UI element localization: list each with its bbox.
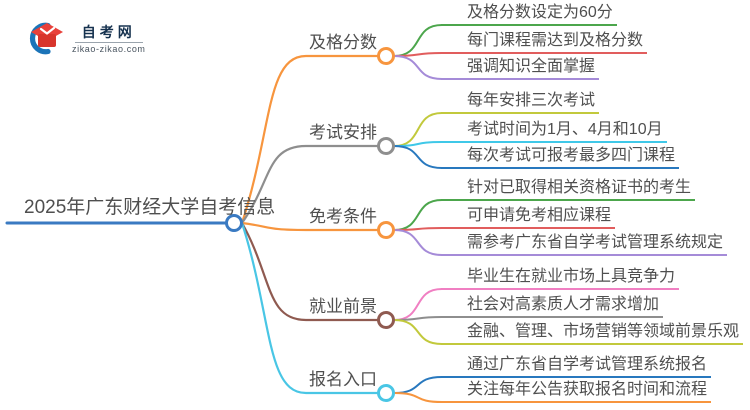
leaf-label: 针对已取得相关资格证书的考生 bbox=[441, 177, 696, 201]
leaf-label: 社会对高素质人才需求增加 bbox=[441, 294, 664, 318]
connector-line bbox=[393, 319, 443, 345]
leaf-label: 每门课程需达到及格分数 bbox=[441, 30, 648, 54]
leaf-label: 通过广东省自学考试管理系统报名 bbox=[441, 354, 712, 378]
leaf-label: 毕业生在就业市场上具竞争力 bbox=[441, 266, 680, 290]
leaf-label: 需参考广东省自学考试管理系统规定 bbox=[441, 232, 728, 256]
leaf-label: 关注每年公告获取报名时间和流程 bbox=[441, 379, 712, 403]
branch-node-circle bbox=[377, 137, 395, 155]
connector-line bbox=[240, 144, 380, 225]
leaf-label: 每年安排三次考试 bbox=[441, 90, 600, 114]
branch-label: 免考条件 bbox=[309, 207, 377, 226]
branch-node-circle bbox=[377, 47, 395, 65]
branch-label: 及格分数 bbox=[309, 33, 377, 52]
leaf-label: 强调知识全面掌握 bbox=[441, 56, 600, 80]
leaf-label: 可申请免考相应课程 bbox=[441, 205, 616, 229]
connector-line bbox=[393, 55, 443, 80]
logo-title: 自考网 bbox=[81, 23, 136, 40]
connector-line bbox=[240, 54, 380, 225]
branch-node-circle bbox=[377, 221, 395, 239]
connector-line bbox=[240, 221, 380, 232]
connector-line bbox=[393, 145, 443, 169]
logo-divider bbox=[74, 41, 143, 43]
leaf-label: 考试时间为1月、4月和10月 bbox=[441, 119, 667, 143]
root-topic-label: 2025年广东财经大学自考信息 bbox=[24, 197, 276, 218]
logo-domain-url: zikao-zikao.com bbox=[72, 43, 146, 54]
branch-node-circle bbox=[377, 311, 395, 329]
connector-line bbox=[393, 229, 443, 256]
branch-label: 考试安排 bbox=[309, 123, 377, 142]
connector-line bbox=[240, 221, 380, 395]
site-logo[interactable]: 自考网 zikao-zikao.com bbox=[26, 20, 146, 58]
leaf-label: 及格分数设定为60分 bbox=[441, 2, 617, 26]
branch-label: 就业前景 bbox=[309, 297, 377, 316]
branch-label: 报名入口 bbox=[309, 370, 377, 389]
leaf-label: 每次考试可报考最多四门课程 bbox=[441, 145, 680, 169]
root-node-circle bbox=[225, 214, 243, 232]
branch-node-circle bbox=[377, 384, 395, 402]
logo-graduation-cap-icon bbox=[29, 22, 63, 55]
connector-line bbox=[393, 392, 443, 403]
leaf-label: 金融、管理、市场营销等领域前景乐观 bbox=[441, 321, 744, 345]
connector-line bbox=[240, 221, 380, 322]
